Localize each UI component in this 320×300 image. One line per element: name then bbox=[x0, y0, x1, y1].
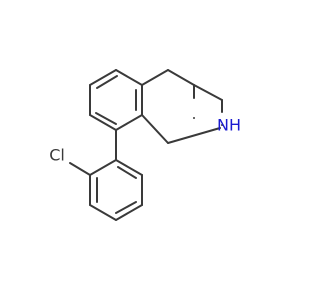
bond bbox=[96, 75, 118, 89]
bond-layer bbox=[69, 69, 223, 221]
bond bbox=[141, 114, 169, 144]
bond bbox=[115, 159, 143, 176]
bond bbox=[115, 114, 143, 131]
bond bbox=[167, 127, 221, 144]
bond bbox=[117, 166, 137, 179]
bond bbox=[89, 69, 117, 86]
bond bbox=[115, 201, 137, 214]
molecule-structure: Cl NH bbox=[49, 69, 241, 221]
bond bbox=[193, 84, 223, 101]
bond bbox=[141, 69, 169, 86]
nitrogen-atom-label: NH bbox=[217, 116, 241, 135]
bond bbox=[115, 204, 143, 221]
bond bbox=[89, 204, 117, 221]
bond bbox=[69, 162, 91, 176]
bond bbox=[89, 159, 117, 176]
bond bbox=[89, 114, 117, 131]
chlorine-atom-label: Cl bbox=[49, 146, 65, 165]
bond bbox=[95, 112, 117, 125]
bond bbox=[167, 69, 195, 86]
atom-labels: Cl NH bbox=[49, 116, 241, 165]
bond bbox=[115, 69, 143, 86]
